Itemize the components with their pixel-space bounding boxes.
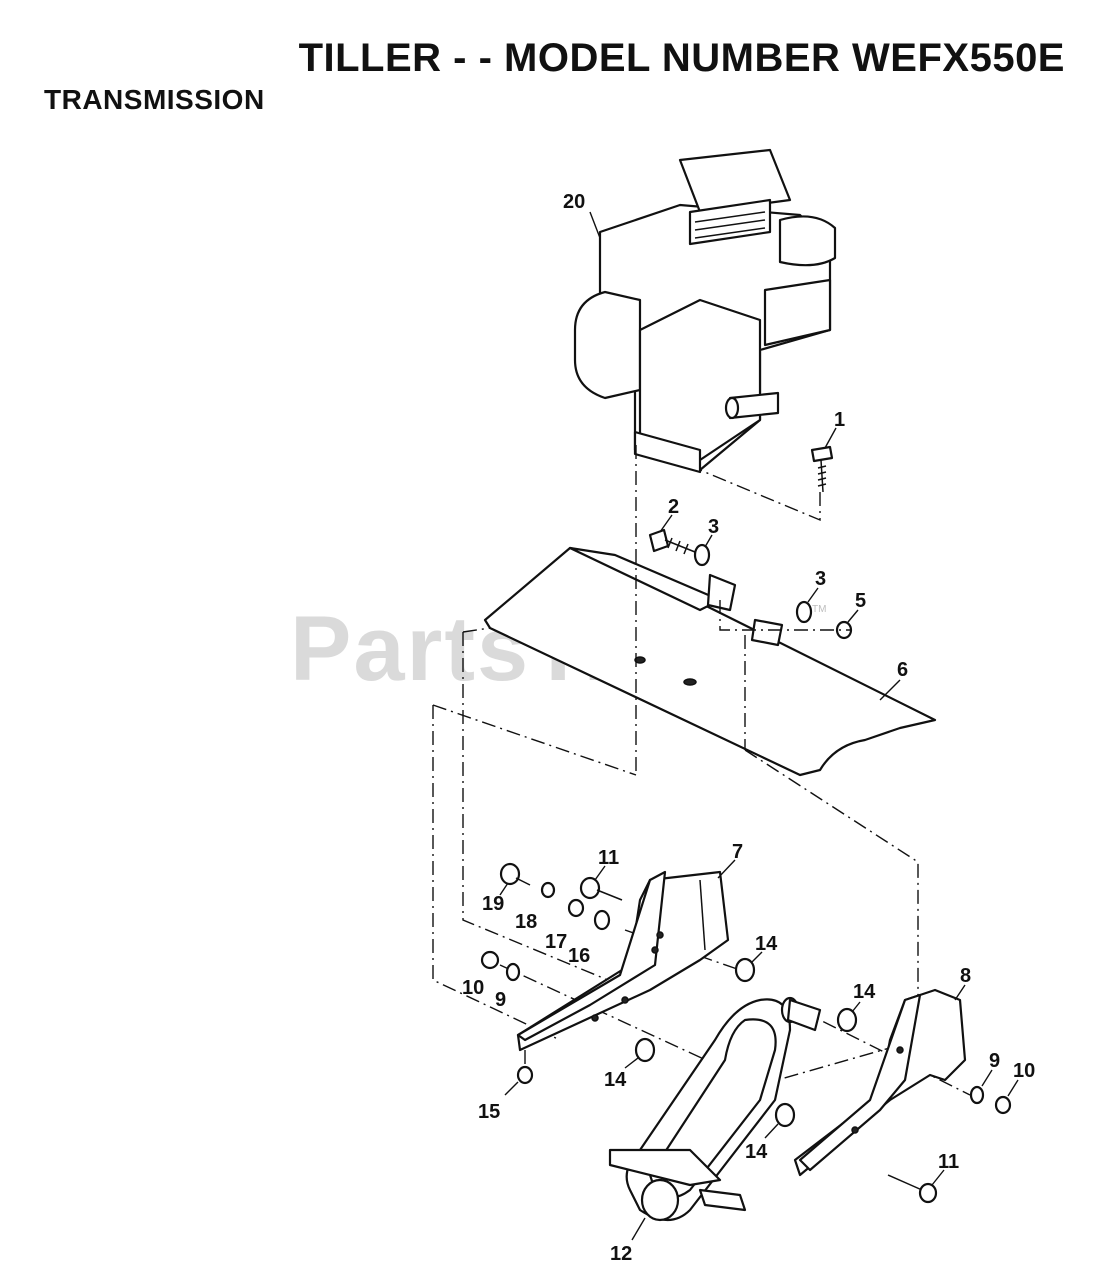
callout-16: 16 [568, 945, 590, 967]
callout-3a: 3 [708, 516, 719, 538]
washer-part-3b[interactable] [795, 587, 819, 624]
callout-19: 19 [482, 893, 504, 915]
callout-12: 12 [610, 1243, 632, 1265]
callout-9a: 9 [495, 989, 506, 1011]
callout-8: 8 [960, 965, 971, 987]
spacer-part-14d[interactable] [764, 1102, 796, 1139]
assembly-alignment-lines [432, 445, 971, 1096]
callout-9b: 9 [989, 1050, 1000, 1072]
diagram-title: TILLER - - MODEL NUMBER WEFX550E [298, 36, 1065, 80]
callout-20: 20 [563, 191, 585, 213]
callout-11a: 11 [598, 847, 619, 869]
spacer-part-14a[interactable] [734, 951, 763, 983]
left-support-part-7[interactable] [516, 859, 736, 1052]
callout-10a: 10 [462, 977, 484, 999]
tine-shield-part-6[interactable] [483, 546, 937, 777]
bolt-part-11b[interactable] [887, 1169, 945, 1204]
nut-part-5[interactable] [835, 609, 859, 640]
bolt-part-1[interactable] [810, 427, 837, 493]
bolt-part-2[interactable] [648, 514, 696, 555]
callout-14c: 14 [604, 1069, 627, 1091]
callout-14a: 14 [755, 933, 778, 955]
engine-part-20[interactable] [573, 148, 837, 474]
callout-18: 18 [515, 911, 537, 933]
callout-1: 1 [834, 409, 845, 431]
callout-labels: 20 1 2 3 3 5 6 7 8 9 9 10 10 11 11 12 14… [462, 191, 1035, 1265]
nut-part-10b[interactable] [994, 1079, 1019, 1115]
washer-part-18[interactable] [540, 881, 556, 899]
washer-part-17[interactable] [567, 898, 585, 918]
washer-part-9b[interactable] [969, 1069, 993, 1105]
callout-5: 5 [855, 590, 866, 612]
callout-11b: 11 [938, 1151, 959, 1173]
section-title: TRANSMISSION [44, 84, 265, 115]
bolt-part-19[interactable] [499, 862, 531, 896]
right-support-part-8[interactable] [793, 984, 967, 1177]
callout-14d: 14 [745, 1141, 768, 1163]
callout-17: 17 [545, 931, 567, 953]
nut-part-10a[interactable] [480, 950, 500, 970]
washer-part-16[interactable] [593, 909, 611, 931]
callout-15: 15 [478, 1101, 500, 1123]
callout-2: 2 [668, 496, 679, 518]
callout-6: 6 [897, 659, 908, 681]
watermark-trademark: TM [812, 604, 826, 615]
washer-part-9a[interactable] [505, 962, 521, 982]
bolt-part-11a[interactable] [579, 865, 623, 901]
spacer-part-14b[interactable] [836, 1001, 861, 1033]
callout-14b: 14 [853, 981, 876, 1003]
transmission-case-part-12[interactable] [608, 996, 822, 1241]
callout-10b: 10 [1013, 1060, 1035, 1082]
callout-3b: 3 [815, 568, 826, 590]
nut-part-15[interactable] [504, 1065, 534, 1096]
spacer-part-14c[interactable] [624, 1037, 656, 1069]
washer-part-3a[interactable] [693, 534, 713, 567]
callout-7: 7 [732, 841, 743, 863]
